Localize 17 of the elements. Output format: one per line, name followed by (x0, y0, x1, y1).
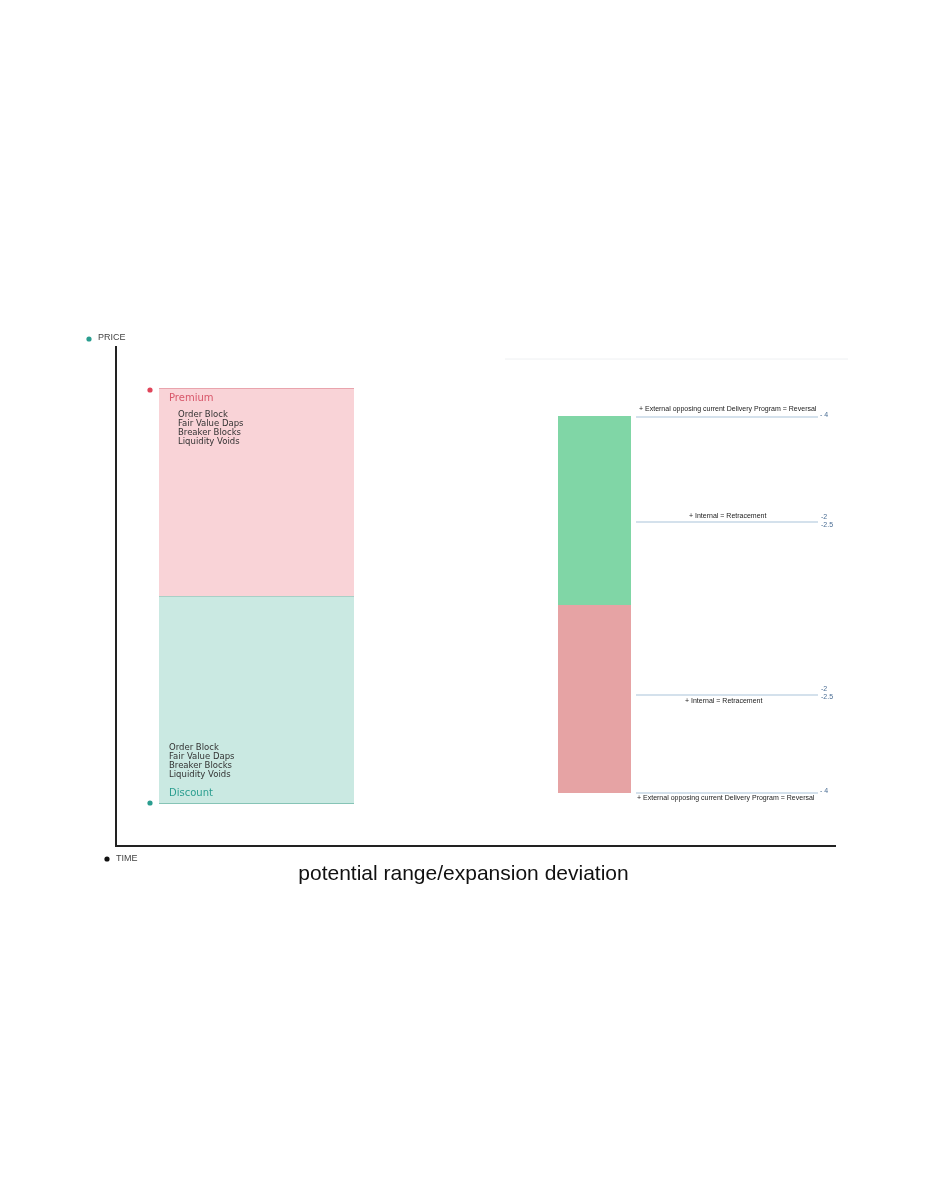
list-item: Order Block (169, 743, 219, 752)
list-item: Breaker Blocks (178, 428, 242, 437)
discount-zone (159, 596, 354, 804)
axis-label: PRICE (98, 332, 126, 342)
list-item: Fair Value Daps (169, 752, 235, 761)
list-item: Breaker Blocks (169, 761, 233, 770)
bearish-bar (558, 605, 631, 793)
list-item: Fair Value Daps (178, 419, 244, 428)
bullish-bar (558, 416, 631, 605)
axis-label: TIME (116, 853, 138, 863)
list-item: Liquidity Voids (169, 770, 231, 779)
premium-zone (159, 388, 354, 596)
list-item: Order Block (178, 410, 228, 419)
list-item: Liquidity Voids (178, 437, 240, 446)
zone-title: Premium (169, 392, 214, 403)
caption: potential range/expansion deviation (297, 861, 630, 885)
zone-title: Discount (169, 787, 213, 798)
